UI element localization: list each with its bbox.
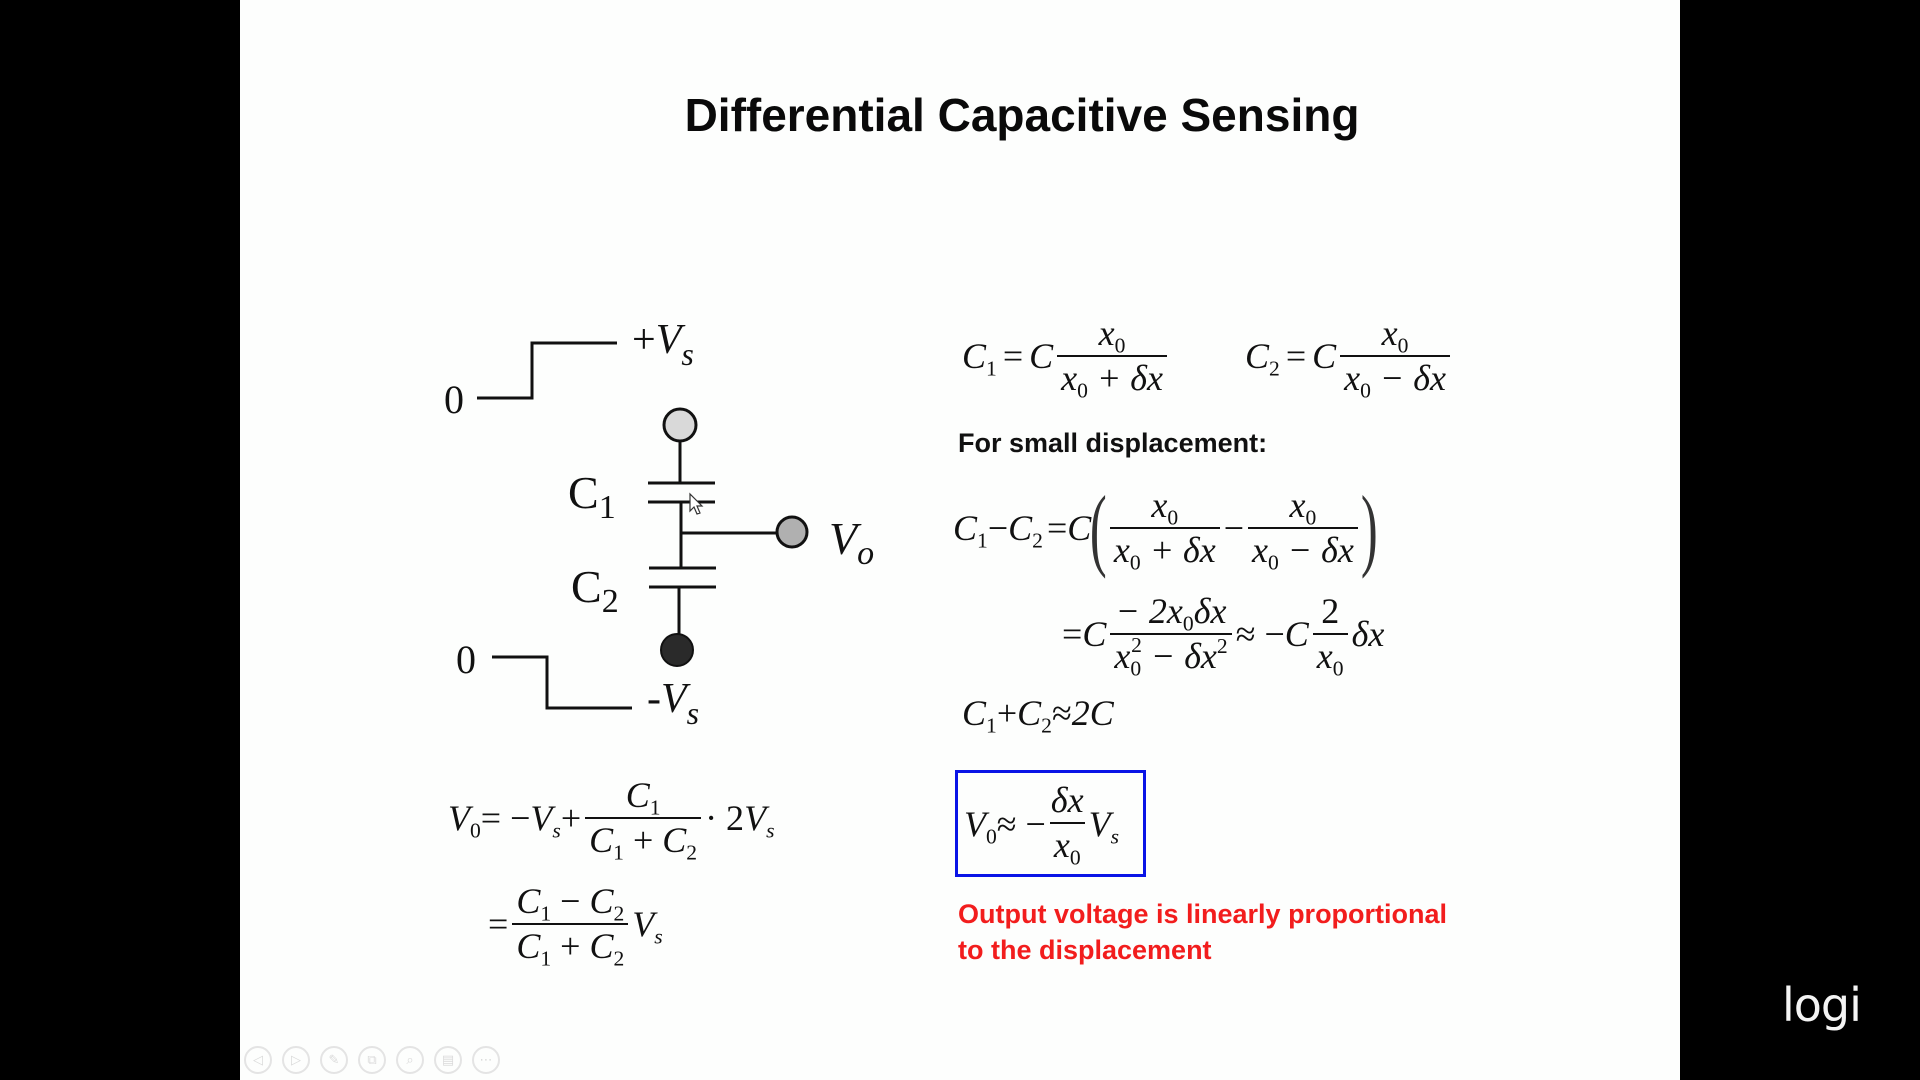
previous-slide-button[interactable]: ◁: [244, 1046, 272, 1074]
fraction-1: x0 x0 + δx: [1109, 485, 1220, 573]
more-icon: ⋯: [479, 1052, 493, 1068]
more-options-button[interactable]: ⋯: [472, 1046, 500, 1074]
circuit-diagram: [477, 341, 809, 710]
equals: =: [1002, 336, 1024, 377]
lhs: C1: [962, 336, 997, 381]
var: V: [829, 513, 858, 564]
bottom-step-zero-label: 0: [456, 637, 476, 682]
vout-equation-line2: = C1 − C2 C1 + C2 Vs: [488, 881, 663, 971]
conclusion-line-1: Output voltage is linearly proportional: [958, 899, 1448, 929]
sub: 2: [601, 583, 619, 620]
top-step-waveform: [477, 341, 617, 400]
output-node: [775, 515, 809, 549]
sub: s: [686, 695, 700, 731]
var: V: [655, 317, 682, 363]
difference-equation-line1: C1 − C2 = C ( x0 x0 + δx − x0 x0 − δx ): [953, 477, 1378, 579]
sub: s: [681, 336, 694, 372]
var: C: [571, 561, 602, 612]
magnifier-icon: ⌕: [406, 1052, 414, 1068]
c2-definition: C2 = C x0 x0 − δx: [1245, 313, 1454, 401]
sign: +: [632, 317, 656, 363]
pen-button[interactable]: ✎: [320, 1046, 348, 1074]
vout-equation-line1: V0 = − Vs + C1 C1 + C2 · 2 Vs: [448, 775, 775, 865]
open-paren: (: [1090, 477, 1108, 579]
pen-icon: ✎: [328, 1052, 340, 1068]
see-all-slides-button[interactable]: ⧉: [358, 1046, 386, 1074]
fraction: x0 x0 − δx: [1340, 313, 1450, 401]
sum-equation: C1 + C2 ≈ 2C: [962, 693, 1114, 738]
bottom-node: [660, 633, 694, 667]
difference-equation-line2: = C − 2x0δx x02 − δx2 ≈ − C 2 x0 δx: [1062, 591, 1385, 681]
logitech-logo: logi: [1782, 978, 1862, 1032]
sub: 1: [598, 489, 616, 526]
fraction: δx x0: [1049, 780, 1085, 870]
top-node: [662, 407, 698, 443]
presenter-toolbar: ◁ ▷ ✎ ⧉ ⌕ ▤ ⋯: [240, 1046, 540, 1076]
coef: C: [1312, 336, 1337, 377]
var: V: [661, 676, 687, 722]
c1-label: C1: [568, 466, 616, 527]
slide-title: Differential Capacitive Sensing: [684, 89, 1360, 141]
c2-label: C2: [571, 560, 619, 621]
sign: -: [647, 676, 661, 722]
minus-vs-label: -Vs: [647, 675, 699, 732]
close-paren: ): [1360, 477, 1378, 579]
conclusion-line-2: to the displacement: [958, 935, 1212, 965]
top-step-zero-label: 0: [444, 377, 464, 422]
fraction: C1 C1 + C2: [585, 775, 702, 863]
previous-icon: ◁: [253, 1052, 263, 1068]
fraction-2: x0 x0 − δx: [1248, 485, 1358, 573]
fraction-main: − 2x0δx x02 − δx2: [1110, 591, 1232, 679]
coef: C: [1029, 336, 1054, 377]
presentation-slide: Differential Capacitive Sensing 0 +Vs C1…: [240, 0, 1680, 1080]
bottom-step-waveform: [492, 655, 632, 710]
slides-icon: ⧉: [367, 1052, 377, 1068]
mouse-cursor-icon: [689, 492, 704, 515]
fraction: C1 − C2 C1 + C2: [512, 881, 629, 969]
subtitles-icon: ▤: [441, 1052, 455, 1068]
lhs: C2: [1245, 336, 1280, 381]
fraction-approx: 2 x0: [1312, 591, 1348, 679]
zoom-button[interactable]: ⌕: [396, 1046, 424, 1074]
plus-vs-label: +Vs: [632, 316, 694, 373]
equals: =: [1285, 336, 1307, 377]
next-slide-button[interactable]: ▷: [282, 1046, 310, 1074]
subtitles-button[interactable]: ▤: [434, 1046, 462, 1074]
small-displacement-label: For small displacement:: [958, 428, 1268, 458]
boxed-result-equation: V0 ≈ − δx x0 Vs: [955, 770, 1146, 877]
c1-definition: C1 = C x0 x0 + δx: [962, 313, 1171, 401]
vo-label: Vo: [829, 512, 874, 573]
next-icon: ▷: [291, 1052, 301, 1068]
sub: o: [857, 535, 875, 572]
conclusion-note: Output voltage is linearly proportional …: [958, 896, 1447, 968]
var: C: [568, 467, 599, 518]
fraction: x0 x0 + δx: [1057, 313, 1167, 401]
